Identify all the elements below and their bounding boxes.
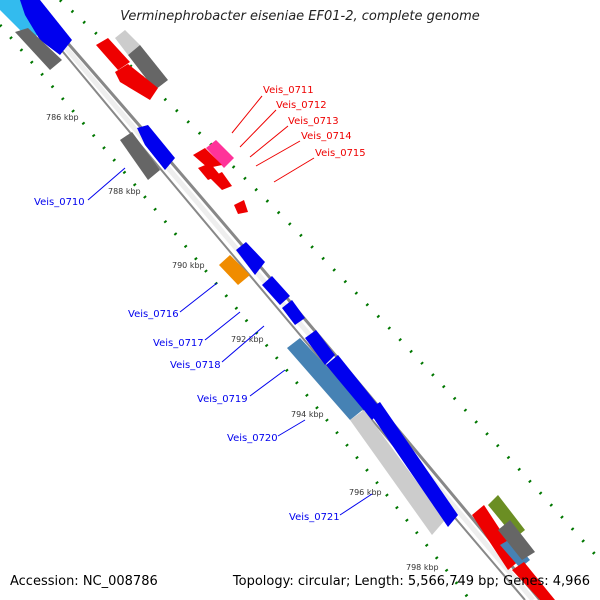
gene-label-0720[interactable]: Veis_0720: [227, 433, 278, 444]
gene-label-0717[interactable]: Veis_0717: [153, 338, 204, 349]
gene-block-0719-0721: [287, 330, 458, 535]
leader-0715: [273, 157, 315, 183]
kbp-label-786: 786 kbp: [46, 113, 79, 122]
leader-0714: [255, 140, 301, 167]
gene-block-topleft: [0, 0, 72, 70]
backbone-outer: [28, 0, 542, 600]
gene-blue-0719b: [305, 330, 335, 365]
gene-gray-upper: [128, 45, 168, 90]
gene-pink-0711: [206, 140, 234, 168]
gene-lightgray-0721: [350, 410, 445, 535]
gene-red-br-b: [512, 562, 555, 600]
gene-blue-0716b: [236, 242, 265, 275]
leader-0716: [179, 282, 218, 313]
gene-olive-br: [488, 495, 525, 538]
gene-red-0715: [234, 200, 248, 214]
kbp-label-794: 794 kbp: [291, 410, 324, 419]
gene-blue-top: [20, 0, 72, 55]
gene-red-0714: [210, 172, 232, 190]
gene-block-0716-0718: [219, 242, 305, 325]
leader-0711: [231, 95, 263, 134]
gene-label-0716[interactable]: Veis_0716: [128, 309, 179, 320]
leader-0719: [249, 369, 286, 397]
accession-text: Accession: NC_008786: [10, 574, 158, 589]
gene-label-0714[interactable]: Veis_0714: [301, 131, 352, 142]
gene-block-bottomright: [472, 495, 555, 600]
gene-red-upper-b: [115, 64, 158, 100]
kbp-label-788: 788 kbp: [108, 187, 141, 196]
kbp-label-790: 790 kbp: [172, 261, 205, 270]
kbp-label-798: 798 kbp: [406, 563, 439, 572]
gene-blue-0721: [368, 402, 458, 527]
gene-orange-0716: [219, 255, 250, 285]
gene-label-0713[interactable]: Veis_0713: [288, 116, 339, 127]
gene-label-0712[interactable]: Veis_0712: [276, 100, 327, 111]
gene-label-0710[interactable]: Veis_0710: [34, 197, 85, 208]
leader-0713: [249, 125, 289, 158]
gene-label-0715[interactable]: Veis_0715: [315, 148, 366, 159]
gene-cyan: [0, 0, 45, 40]
gene-label-0711[interactable]: Veis_0711: [263, 85, 314, 96]
gene-steelblue-br: [500, 538, 530, 568]
gene-block-0710: [120, 125, 175, 180]
gene-label-0719[interactable]: Veis_0719: [197, 394, 248, 405]
leader-0710: [87, 167, 126, 201]
leader-0721: [339, 493, 373, 516]
leader-0712: [239, 109, 277, 148]
gene-gray-top: [15, 28, 62, 70]
leader-0717: [204, 311, 241, 341]
gene-steelblue-0719: [287, 338, 365, 420]
gene-blue-0717: [262, 276, 290, 305]
gene-block-upper: [96, 30, 168, 100]
map-title: Verminephrobacter eiseniae EF01-2, compl…: [120, 9, 480, 24]
kbp-label-796: 796 kbp: [349, 488, 382, 497]
topology-summary: Topology: circular; Length: 5,566,749 bp…: [232, 574, 590, 589]
gene-blue-0720: [326, 355, 382, 420]
gene-blue-0718: [282, 300, 305, 325]
gene-red-0712: [193, 148, 222, 168]
kbp-label-792: 792 kbp: [231, 335, 264, 344]
gene-red-upper-a: [96, 38, 130, 70]
tick-track-inner: [0, 24, 472, 600]
gene-blue-0710: [137, 125, 175, 170]
gene-gray-br: [498, 520, 535, 560]
gene-gray-0710: [120, 132, 160, 180]
gene-label-0718[interactable]: Veis_0718: [170, 360, 221, 371]
gene-label-0721[interactable]: Veis_0721: [289, 512, 340, 523]
leader-0718: [221, 325, 265, 363]
leader-0720: [277, 419, 306, 437]
gene-block-0711-0715: [193, 140, 248, 214]
gene-lightgray-upper: [115, 30, 140, 55]
